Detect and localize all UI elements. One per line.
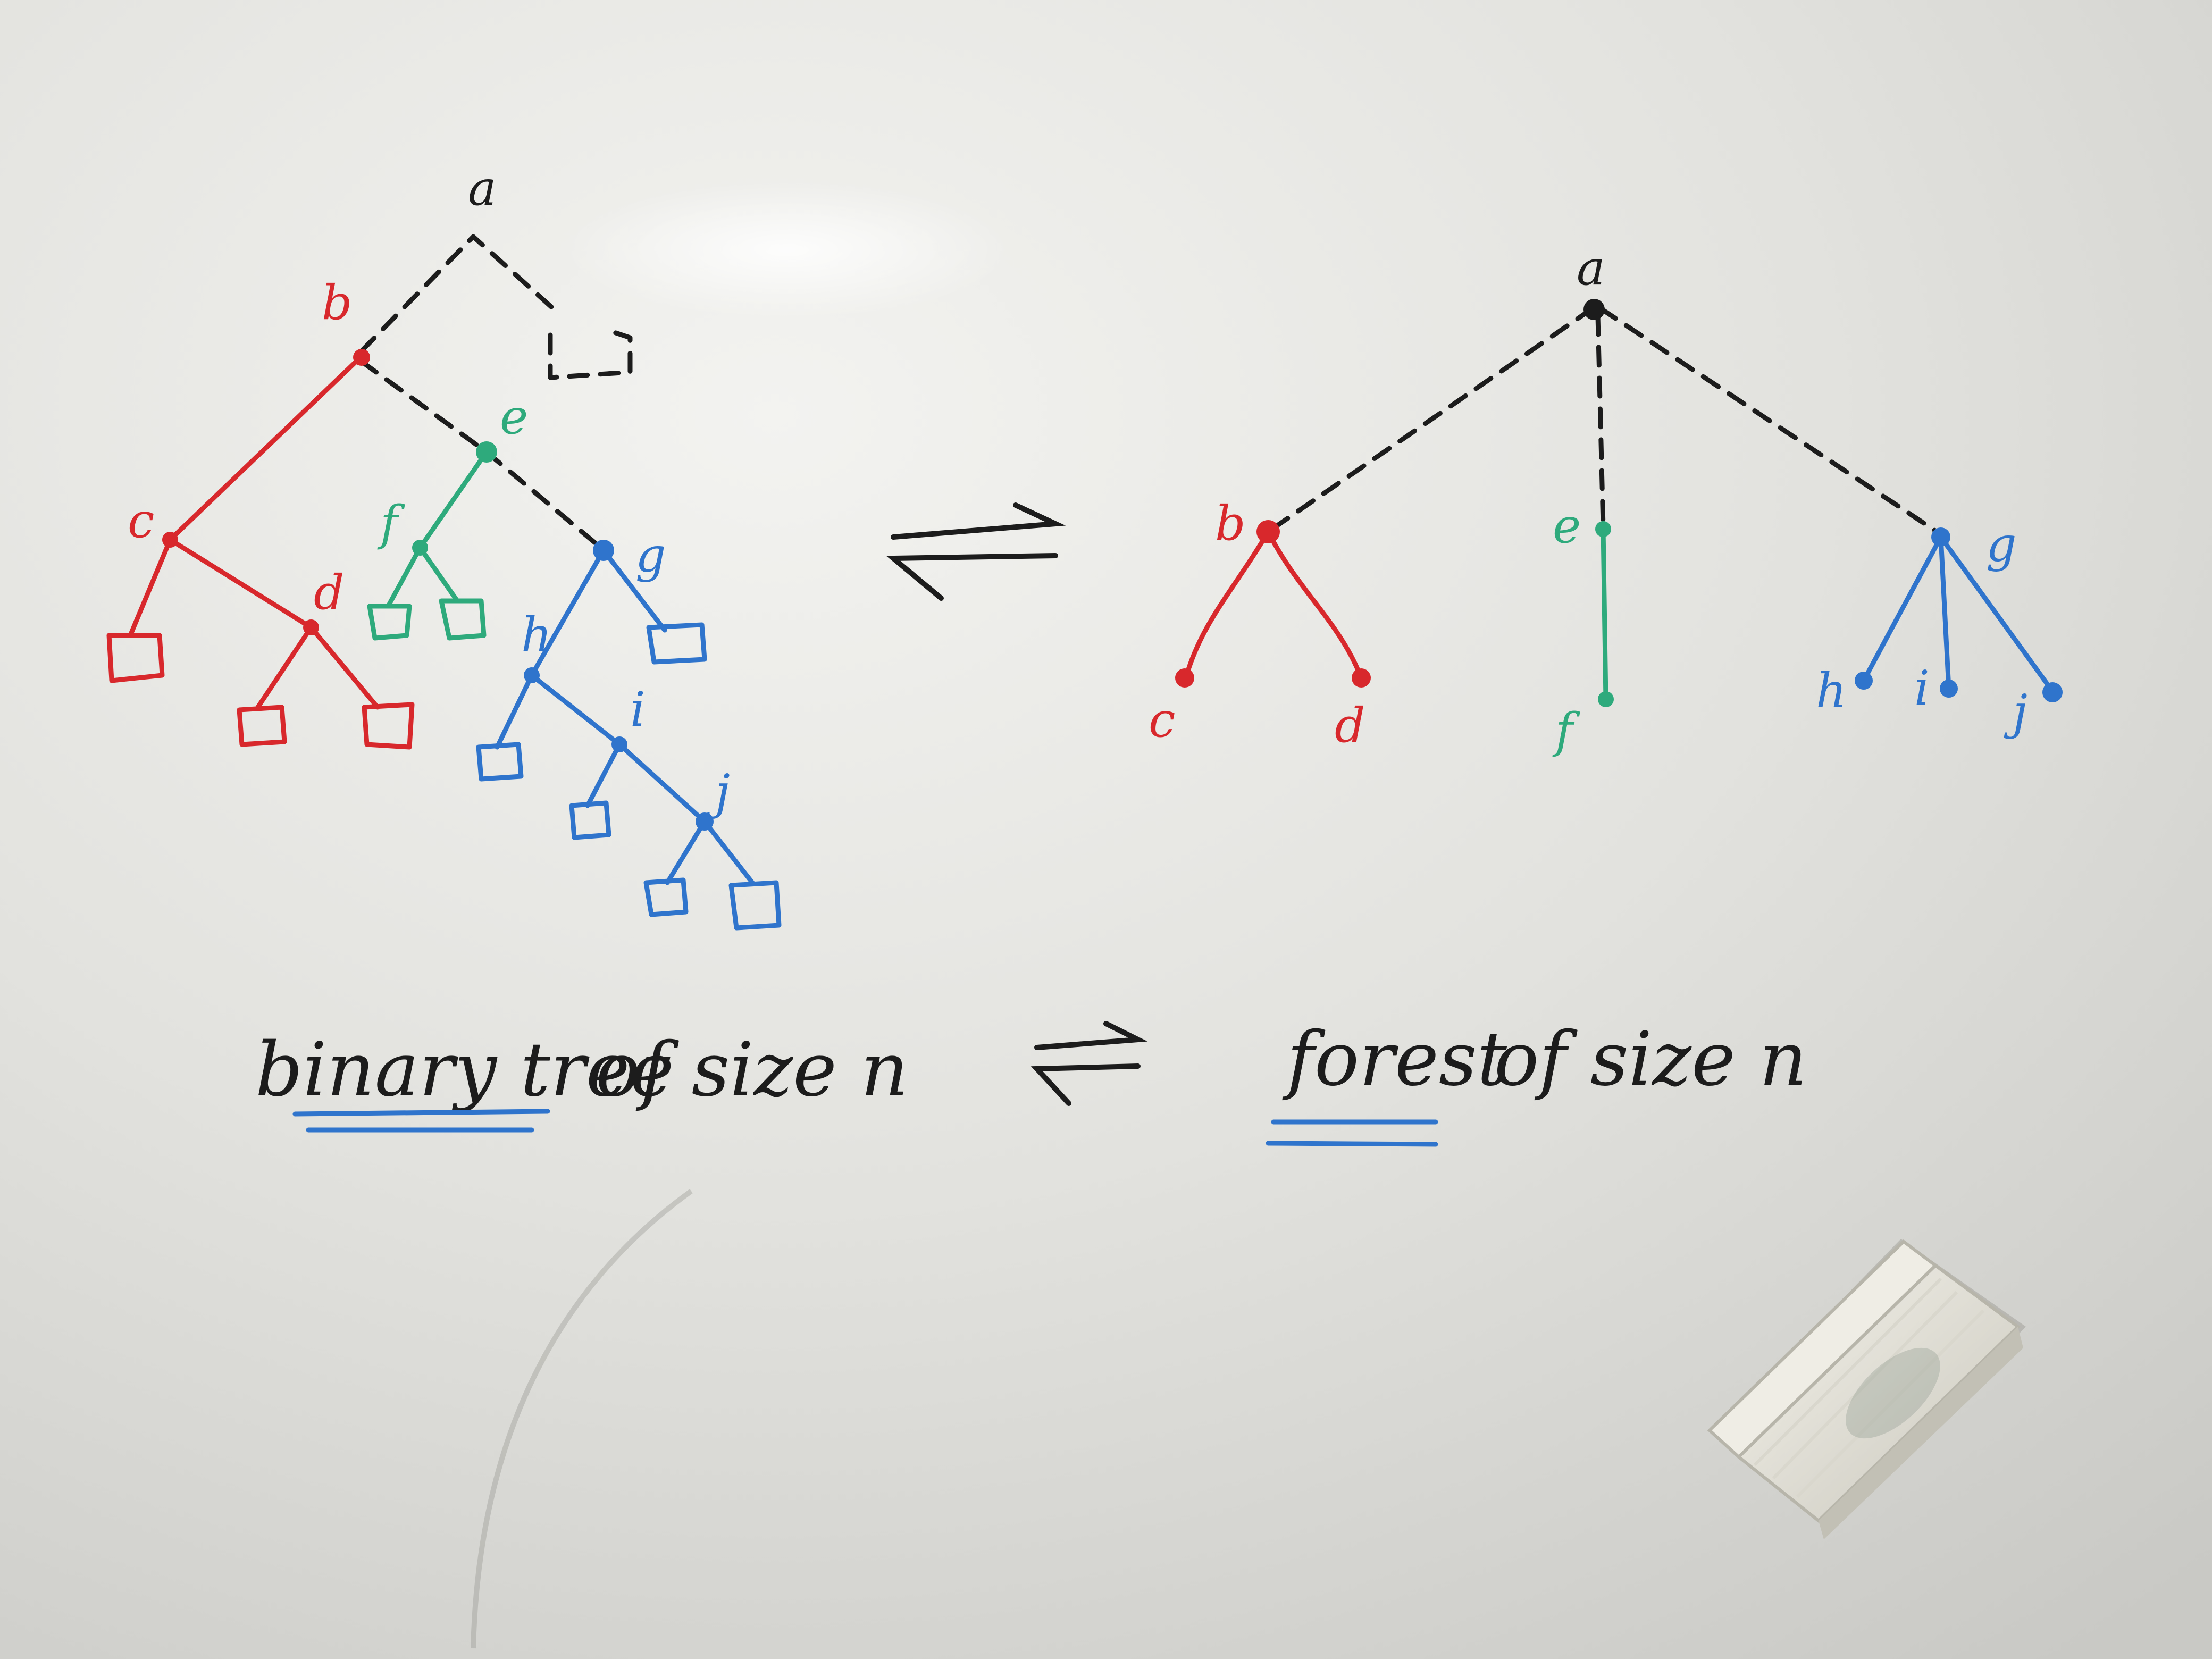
binary-label-a: a [468, 161, 497, 216]
faint-smudge [471, 1188, 693, 1649]
blue-subtree [476, 548, 782, 931]
forest-label-g: g [1986, 517, 2017, 573]
forest-blue-tree [1861, 534, 2055, 694]
whiteboard-eraser [1707, 1239, 2026, 1539]
forest-node-g [1931, 527, 1950, 547]
forest-label-a: a [1577, 240, 1605, 296]
forest-label-c: c [1149, 692, 1175, 748]
binary-node-h [524, 667, 540, 683]
binary-node-c [162, 532, 178, 548]
forest-red-tree [1183, 529, 1364, 681]
forest-label-i: i [1914, 660, 1930, 716]
binary-tree-underline-1 [292, 1109, 550, 1117]
forest-node-h [1855, 672, 1873, 690]
bijection-arrow-bottom [1030, 1021, 1148, 1106]
binary-label-b: b [322, 275, 353, 331]
forest-label-e: e [1553, 498, 1581, 554]
binary-label-h: h [521, 607, 552, 663]
forest-underline-2 [1266, 1141, 1438, 1147]
forest [1175, 306, 2063, 707]
caption-underlines [292, 1109, 1438, 1147]
binary-node-f [412, 540, 428, 556]
forest-dashed-edges [1266, 306, 1943, 537]
forest-node-i [1940, 680, 1958, 698]
binary-node-d [303, 619, 319, 635]
bijection-arrow-top [886, 502, 1066, 601]
caption-binary-size: of size n [596, 1027, 909, 1113]
forest-node-b [1256, 520, 1280, 543]
binary-node-b [353, 349, 370, 366]
forest-label-h: h [1816, 663, 1847, 719]
forest-node-c [1175, 668, 1194, 688]
forest-label-d: d [1335, 698, 1365, 753]
forest-node-j [2042, 682, 2063, 702]
captions: binary tree of size n forest of size n [255, 1016, 1807, 1113]
caption-binary-tree: binary tree [255, 1027, 674, 1113]
forest-node-f [1598, 691, 1614, 707]
forest-node-d [1352, 668, 1371, 688]
forest-label-b: b [1215, 496, 1246, 551]
green-subtree [367, 449, 489, 641]
binary-label-e: e [500, 389, 528, 445]
red-subtree [106, 354, 415, 750]
binary-label-i: i [630, 682, 646, 738]
caption-forest: forest [1282, 1016, 1507, 1103]
forest-node-e [1595, 521, 1611, 537]
binary-node-e [476, 441, 497, 463]
caption-forest-size: of size n [1494, 1016, 1807, 1103]
binary-node-i [611, 736, 627, 752]
binary-node-j [696, 812, 714, 831]
binary-label-c: c [128, 493, 154, 549]
binary-label-g: g [635, 527, 666, 583]
binary-label-d: d [314, 565, 345, 621]
binary-tree [106, 234, 782, 931]
forest-green-tree [1601, 526, 1608, 702]
light-glare [564, 181, 1010, 319]
binary-node-g [593, 540, 614, 561]
forest-node-a [1583, 299, 1605, 320]
